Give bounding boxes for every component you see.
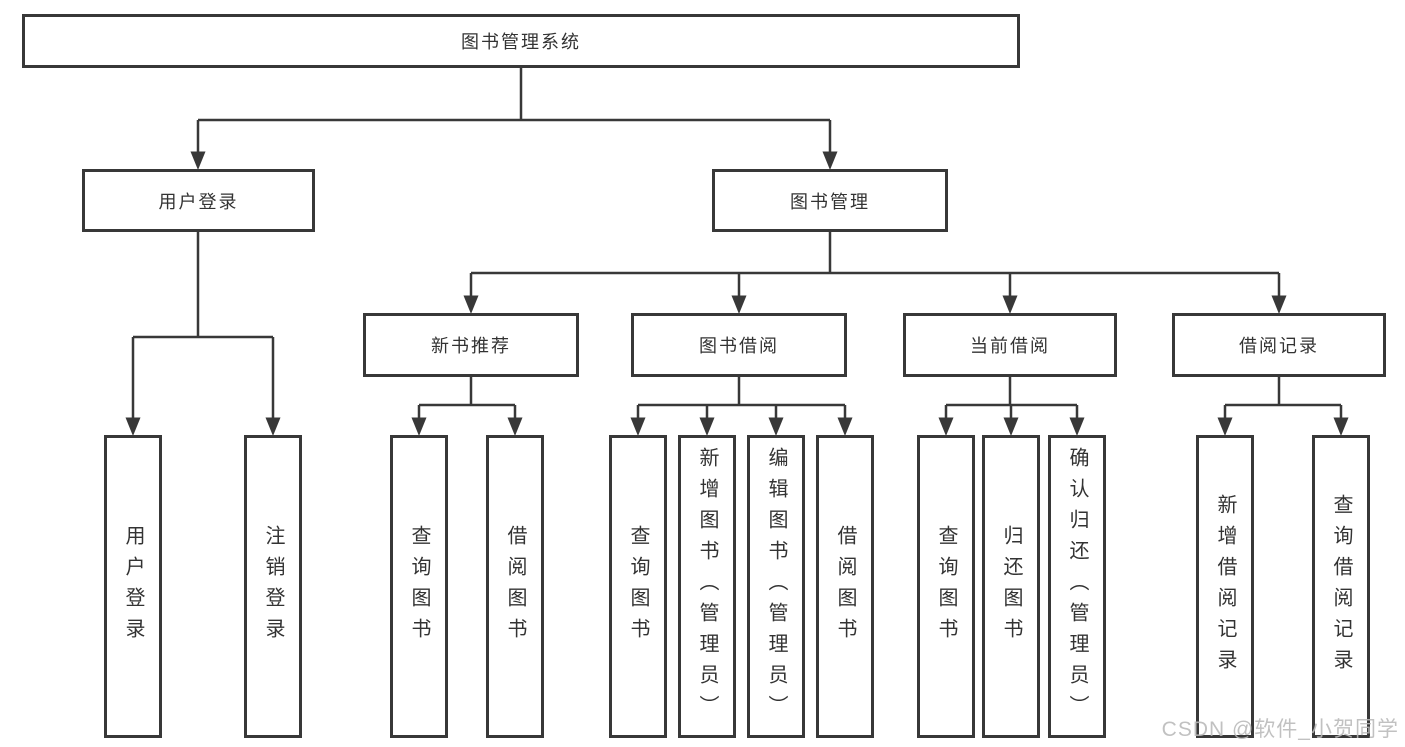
leaf-query-books-borrow: 查询图书 [609,435,667,738]
leaf-query-borrow-record: 查询借阅记录 [1312,435,1370,738]
arrowhead [1271,295,1287,314]
arrowhead [768,417,784,436]
leaf-label: 新增借阅记录 [1214,493,1236,680]
arrowhead [1003,417,1019,436]
arrowhead [1069,417,1085,436]
node-current-borrow: 当前借阅 [903,313,1117,377]
node-user-login-branch: 用户登录 [82,169,315,232]
leaf-label: 新增图书（管理员） [696,447,718,726]
arrowhead [1333,417,1349,436]
leaf-borrow-books: 借阅图书 [816,435,874,738]
leaf-label: 查询图书 [408,524,430,649]
leaf-label: 借阅图书 [834,524,856,649]
leaf-add-borrow-record: 新增借阅记录 [1196,435,1254,738]
leaf-user-login-label: 用户登录 [122,524,144,649]
arrowhead [1002,295,1018,314]
arrowhead [837,417,853,436]
leaf-confirm-return-admin: 确认归还（管理员） [1048,435,1106,738]
arrowhead [699,417,715,436]
leaf-label: 归还图书 [1000,524,1022,649]
leaf-label: 查询图书 [627,524,649,649]
node-borrow-records: 借阅记录 [1172,313,1386,377]
arrowhead [265,417,281,436]
arrowhead [190,151,206,170]
node-book-management: 图书管理 [712,169,948,232]
leaf-logout-label: 注销登录 [262,524,284,649]
arrowhead [1217,417,1233,436]
leaf-label: 借阅图书 [504,524,526,649]
arrowhead [630,417,646,436]
leaf-label: 编辑图书（管理员） [765,447,787,726]
node-new-book-recommend: 新书推荐 [363,313,579,377]
node-book-borrow: 图书借阅 [631,313,847,377]
arrowhead [507,417,523,436]
leaf-label: 确认归还（管理员） [1066,447,1088,726]
arrowhead [938,417,954,436]
arrowhead [411,417,427,436]
arrowhead [125,417,141,436]
leaf-borrow-books-recommend: 借阅图书 [486,435,544,738]
arrowhead [463,295,479,314]
leaf-query-books-recommend: 查询图书 [390,435,448,738]
leaf-edit-books-admin: 编辑图书（管理员） [747,435,805,738]
leaf-return-books: 归还图书 [982,435,1040,738]
arrowhead [822,151,838,170]
csdn-watermark: CSDN @软件_小贺同学 [1161,718,1399,741]
leaf-label: 查询图书 [935,524,957,649]
leaf-add-books-admin: 新增图书（管理员） [678,435,736,738]
leaf-label: 查询借阅记录 [1330,493,1352,680]
leaf-query-books-current: 查询图书 [917,435,975,738]
leaf-logout: 注销登录 [244,435,302,738]
leaf-user-login: 用户登录 [104,435,162,738]
node-library-system: 图书管理系统 [22,14,1020,68]
tree-edges [131,68,1343,420]
arrowhead [731,295,747,314]
